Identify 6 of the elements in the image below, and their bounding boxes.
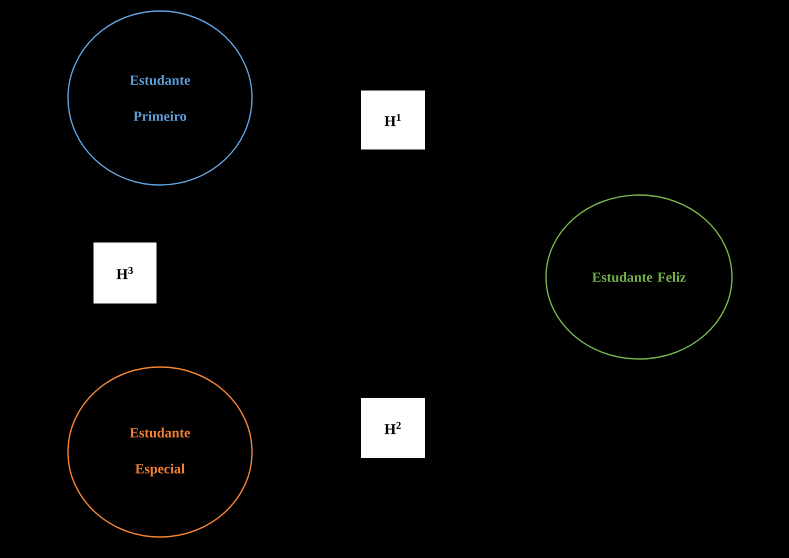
ellipse-node: Estudante Primeiro bbox=[67, 10, 253, 186]
ellipse-node: Estudante Especial bbox=[67, 366, 253, 538]
hypothesis-box: H$^{1}$ bbox=[361, 90, 425, 150]
hypothesis-box: H$^{2}$ bbox=[361, 398, 425, 458]
ellipse-node: Estudante Feliz bbox=[545, 194, 733, 360]
hypothesis-box: H$^{3}$ bbox=[94, 242, 156, 304]
